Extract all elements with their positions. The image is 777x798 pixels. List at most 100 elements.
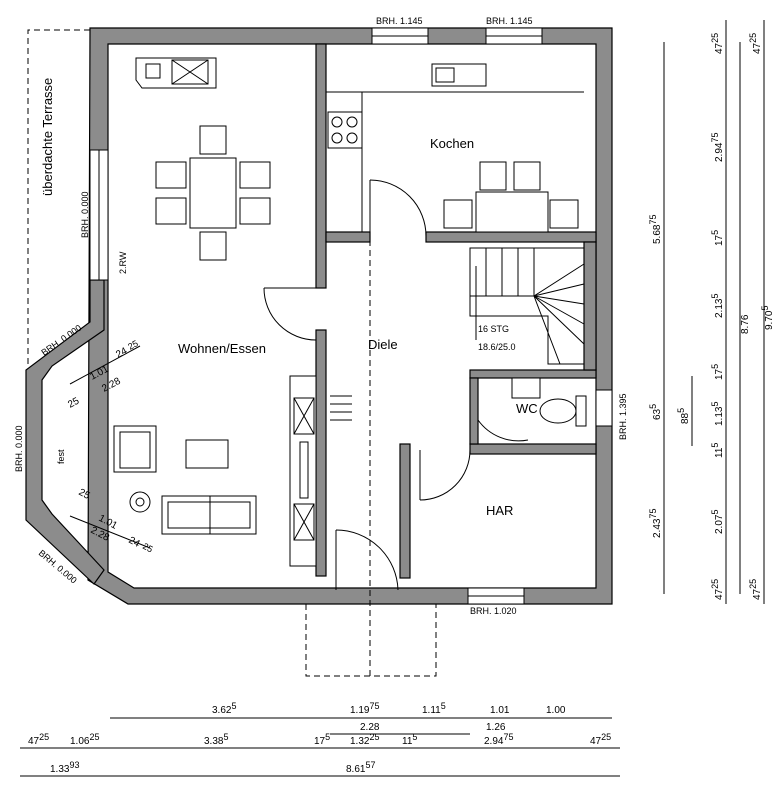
- dim-label: 4725: [748, 33, 763, 54]
- svg-text:175: 175: [314, 732, 330, 747]
- room-label-wohnen: Wohnen/Essen: [178, 341, 266, 356]
- dim-label: 1.135: [710, 402, 725, 426]
- bottom-dims-row3: 4725 1.0625 3.385 175 1.3225 115 2.9475 …: [28, 732, 611, 747]
- dim-label: 115: [402, 732, 417, 747]
- dim-label: 885: [676, 408, 691, 424]
- dim-label: 4725: [590, 732, 611, 747]
- bottom-dims-row1: 3.625 1.1975 1.115 1.01 1.00: [212, 701, 566, 716]
- room-label-har: HAR: [486, 503, 513, 518]
- svg-text:8.76: 8.76: [740, 314, 751, 334]
- wall-cabinets: [289, 375, 352, 567]
- dim-label: 1.01: [490, 705, 510, 716]
- svg-text:635: 635: [648, 404, 663, 420]
- svg-text:2.135: 2.135: [710, 294, 725, 318]
- bay-dim-upper-c: 24: [114, 346, 129, 361]
- dim-label: 3.385: [204, 732, 228, 747]
- fest-label: fest: [56, 449, 66, 464]
- svg-text:1.3393: 1.3393: [50, 760, 79, 775]
- wc-fixtures: [511, 377, 587, 427]
- window-label-left-upper: BRH. 0.000: [80, 191, 90, 238]
- svg-text:2.9475: 2.9475: [710, 133, 725, 162]
- bottom-dims-row2: 2.28 1.26: [360, 722, 506, 733]
- svg-text:9.705: 9.705: [760, 306, 775, 330]
- right-dims-col1: 5.6875 635 2.4375: [648, 215, 663, 538]
- doors: [263, 179, 529, 680]
- dim-label: 2.9475: [484, 732, 513, 747]
- right-dims-col3: 4725 2.9475 175 2.135 175 1.135 115 2.07…: [710, 33, 725, 600]
- bay-dim-upper-c-sup: 25: [126, 338, 140, 352]
- svg-text:4725: 4725: [748, 33, 763, 54]
- svg-text:3.625: 3.625: [212, 701, 236, 716]
- dim-label: 4725: [28, 732, 49, 747]
- svg-text:8.6157: 8.6157: [346, 760, 375, 775]
- dim-label: 9.705: [760, 306, 775, 330]
- svg-text:4725: 4725: [590, 732, 611, 747]
- bottom-dimension-lines: [20, 717, 620, 777]
- terrace-outline: [27, 29, 90, 380]
- stove: [135, 57, 217, 89]
- dim-label: 1.0625: [70, 732, 99, 747]
- bay-dim-lower-c-sup: 25: [141, 541, 155, 555]
- dim-label: 8.6157: [346, 760, 375, 775]
- svg-text:4725: 4725: [28, 732, 49, 747]
- window-label-right: BRH. 1.395: [618, 393, 628, 440]
- dim-label: 175: [710, 364, 725, 380]
- dining-table: [155, 125, 271, 261]
- svg-text:2.9475: 2.9475: [484, 732, 513, 747]
- room-label-diele: Diele: [368, 337, 398, 352]
- svg-text:4725: 4725: [710, 579, 725, 600]
- dim-label: 1.115: [422, 701, 446, 716]
- dim-label: 2.4375: [648, 509, 663, 538]
- dim-label: 5.6875: [648, 215, 663, 244]
- kitchen-table: [443, 161, 579, 233]
- dim-label: 2.135: [710, 294, 725, 318]
- dim-label: 4725: [748, 579, 763, 600]
- svg-text:1.1975: 1.1975: [350, 701, 379, 716]
- bay-dim-lower-c: 24: [127, 535, 142, 550]
- bottom-dims-row4: 1.3393 8.6157: [50, 760, 375, 775]
- interior-walls: [315, 43, 597, 579]
- dim-label: 1.26: [486, 722, 506, 733]
- bay-dimension-lines: [69, 345, 151, 549]
- dim-label: 1.3393: [50, 760, 79, 775]
- window-label-bottom: BRH. 1.020: [470, 606, 517, 616]
- svg-text:1.135: 1.135: [710, 402, 725, 426]
- svg-text:885: 885: [676, 408, 691, 424]
- dim-label: 2.075: [710, 510, 725, 534]
- svg-text:4725: 4725: [710, 33, 725, 54]
- dim-label: 8.76: [740, 314, 751, 334]
- dim-label: 3.625: [212, 701, 236, 716]
- svg-text:1.0625: 1.0625: [70, 732, 99, 747]
- right-dimension-lines: [663, 20, 765, 604]
- window-label-top-right: BRH. 1.145: [486, 16, 533, 26]
- svg-text:115: 115: [402, 732, 417, 747]
- dim-label: 1.00: [546, 705, 566, 716]
- dim-label: 4725: [710, 579, 725, 600]
- svg-text:1.3225: 1.3225: [350, 732, 379, 747]
- window-label-top-left: BRH. 1.145: [376, 16, 423, 26]
- stair-ratio: 18.6/25.0: [478, 342, 516, 352]
- svg-text:4725: 4725: [748, 579, 763, 600]
- bay-dim-lower-d: 25: [77, 487, 92, 502]
- living-furniture: [113, 425, 257, 535]
- svg-text:1.00: 1.00: [546, 705, 566, 716]
- right-dims-col2: 885: [676, 408, 691, 424]
- dim-label: 175: [710, 230, 725, 246]
- right-dims-col4: 8.76: [740, 314, 751, 334]
- dim-label: 2.28: [360, 722, 380, 733]
- right-dims-col5: 4725 9.705 4725: [748, 33, 775, 600]
- dim-label: 1.1975: [350, 701, 379, 716]
- svg-text:3.385: 3.385: [204, 732, 228, 747]
- windows: [89, 27, 613, 605]
- stair-count: 16 STG: [478, 324, 509, 334]
- terrace-label: überdachte Terrasse: [40, 78, 55, 196]
- dim-label: 635: [648, 404, 663, 420]
- door-label-2rw: 2.RW: [118, 251, 128, 274]
- dim-label: 2.9475: [710, 133, 725, 162]
- svg-text:5.6875: 5.6875: [648, 215, 663, 244]
- dim-label: 115: [710, 443, 725, 458]
- window-label-bay-left: BRH. 0.000: [14, 425, 24, 472]
- kitchen-counter: [326, 63, 584, 232]
- dim-label: 4725: [710, 33, 725, 54]
